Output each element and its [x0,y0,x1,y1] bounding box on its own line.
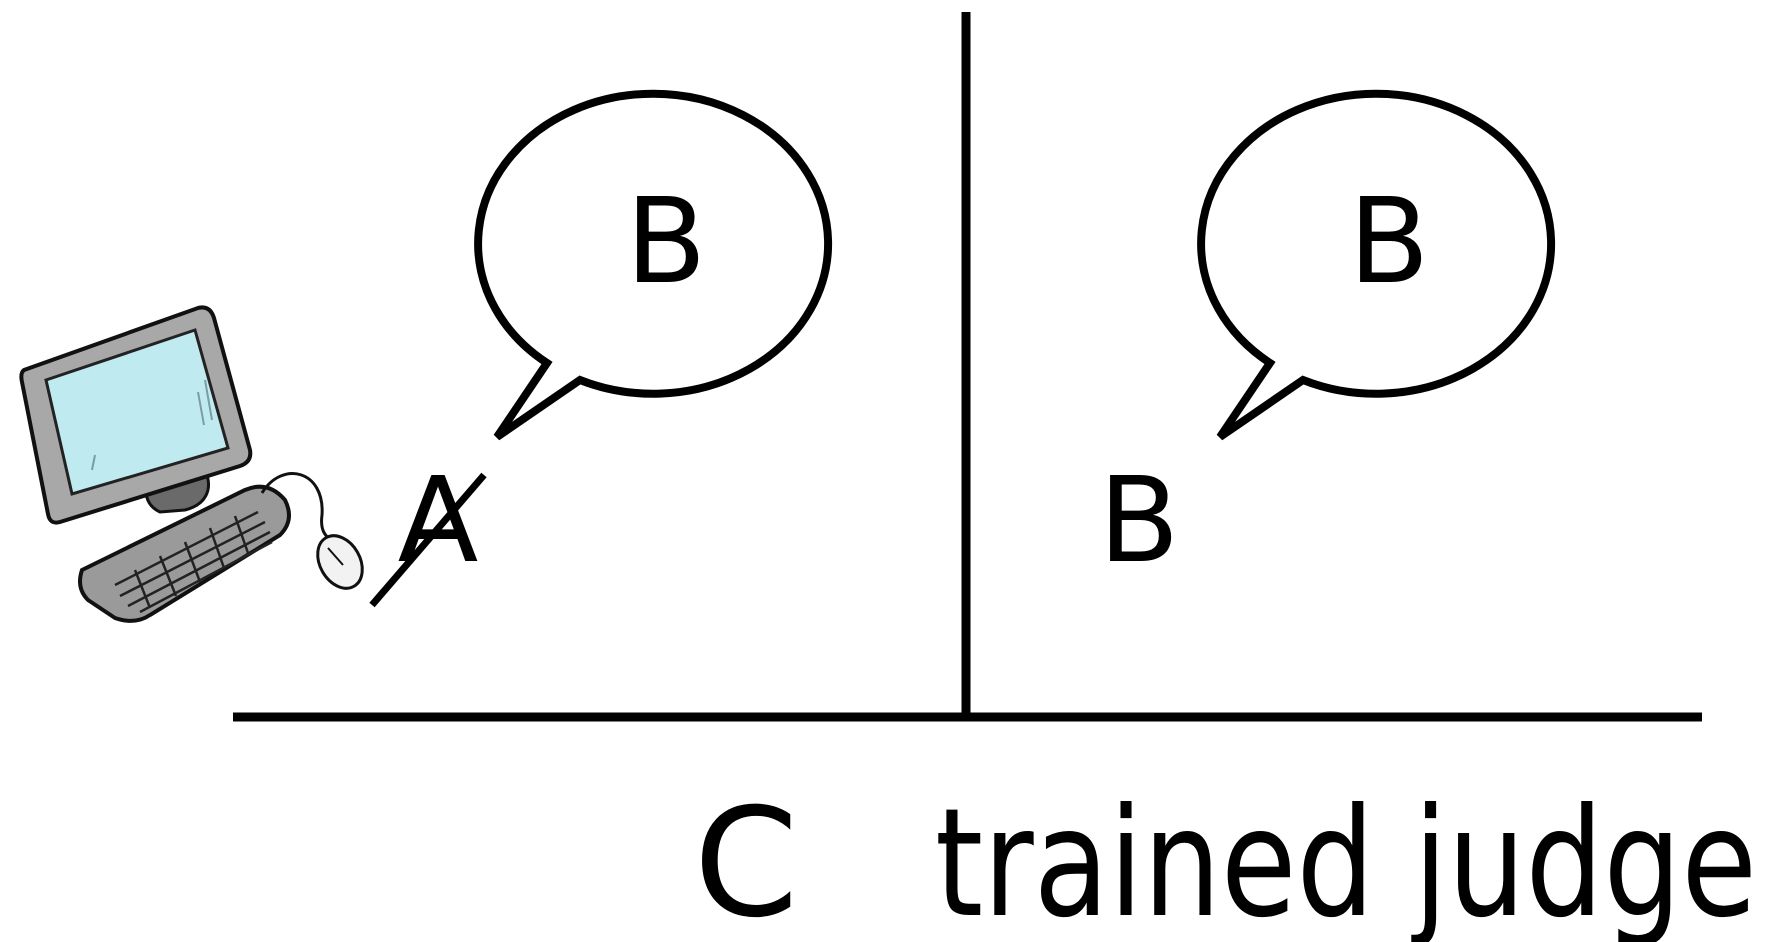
right-speech-bubble: B [1197,89,1556,441]
left-bubble-outline [474,89,833,441]
strike-through-line [369,472,487,608]
screen-glare [91,379,213,471]
monitor-screen [44,328,230,496]
left-speech-bubble: B [474,89,833,441]
judge-description: trained judge [935,777,1757,942]
mouse-cable [260,472,332,542]
right-speaker-label: B [1099,451,1180,589]
right-bubble-outline [1197,89,1556,441]
keyboard-keys [114,510,273,614]
left-bubble-text: B [626,172,707,310]
judge-label: C [694,777,799,942]
left-speaker-label: A [398,451,479,589]
computer-icon [19,305,364,623]
mouse-button-divider [327,547,344,566]
right-bubble-text: B [1349,172,1430,310]
